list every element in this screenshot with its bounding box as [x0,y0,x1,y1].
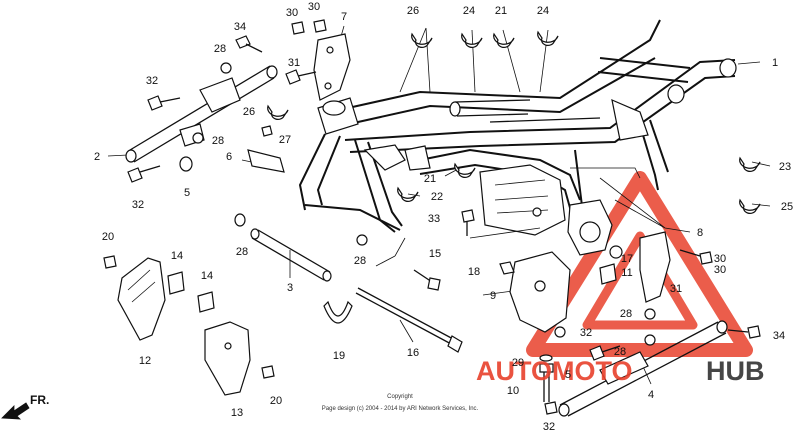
callout-c25: 25 [781,201,793,213]
callout-c1: 1 [772,57,778,69]
callout-c23: 23 [779,161,791,173]
callout-c7: 7 [341,11,347,23]
callout-c8: 8 [697,227,703,239]
callout-c14a: 14 [171,250,183,262]
copyright-line-1: Copyright [387,394,413,400]
part-16-long-bolt [355,287,463,353]
callout-c17: 17 [621,253,633,265]
callout-c5b: 5 [565,369,571,381]
watermark-text-part1: AUTOMOTO [476,356,633,386]
callout-c30b: 30 [308,1,320,13]
callout-c11: 11 [621,267,632,279]
callout-c19: 19 [333,350,345,362]
callout-c30c: 30 [714,253,726,265]
part-9-plate [509,251,571,333]
part-19-clamp [323,300,353,324]
callout-c28e: 28 [620,308,632,320]
callout-c32b: 32 [132,199,144,211]
part-6-bracket [247,149,285,173]
part-4-rear-pipe [558,320,728,417]
callout-c15: 15 [429,248,441,260]
callout-labels: 1234556789101112131414151617181920202121… [94,1,793,433]
callout-c32c: 32 [580,327,592,339]
callout-c34b: 34 [773,330,785,342]
callout-c33: 33 [428,213,440,225]
callout-c28f: 28 [614,346,626,358]
callout-c32d: 32 [543,421,555,432]
callout-c6: 6 [226,151,232,163]
part-13-cover [204,321,251,396]
callout-c16: 16 [407,347,419,359]
front-direction-indicator: FR. [1,393,49,420]
clamps [267,30,761,214]
callout-c26b: 26 [243,106,255,118]
callout-c14b: 14 [201,270,213,282]
part-10-bolt [539,363,554,402]
direction-label: FR. [30,393,49,407]
callout-c34a: 34 [234,21,246,33]
callout-c9: 9 [490,290,496,302]
callout-c22: 22 [431,191,443,203]
callout-c30d: 30 [714,264,726,276]
fasteners [103,19,761,415]
callout-c28a: 28 [214,43,226,55]
callout-c31b: 31 [670,283,682,295]
callout-c3: 3 [287,282,293,294]
callout-c24a: 24 [463,5,475,17]
callout-c31a: 31 [288,57,300,69]
callout-c27: 27 [279,134,291,146]
callout-c20b: 20 [270,395,282,407]
watermark-text: AUTOMOTO HUB [476,356,765,386]
part-8-bracket [639,231,671,303]
copyright-notice: Copyright Page design (c) 2004 - 2014 by… [322,394,479,412]
callout-c10: 10 [507,385,519,397]
callout-c13: 13 [231,407,243,419]
part-7-stay [313,33,351,101]
callout-c5a: 5 [184,187,190,199]
callout-c20a: 20 [102,231,114,243]
callout-c18: 18 [468,266,480,278]
callout-c28c: 28 [236,246,248,258]
callout-c2: 2 [94,151,100,163]
front-arrow-icon [1,402,30,420]
callout-c21a: 21 [495,5,507,17]
callout-c32a: 32 [146,75,158,87]
main-frame [298,19,737,256]
callout-c28d: 28 [354,255,366,267]
callout-c4: 4 [648,389,654,401]
callout-c24b: 24 [537,5,549,17]
copyright-line-2: Page design (c) 2004 - 2014 by ARI Netwo… [322,406,479,412]
part-11-17-parts [599,245,623,285]
callout-c30a: 30 [286,7,298,19]
leader-lines [107,25,771,385]
callout-c12: 12 [139,355,151,367]
watermark-text-part2: HUB [706,356,765,386]
part-3-long-pipe [250,228,332,282]
callout-c21b: 21 [424,173,436,185]
callout-c26a: 26 [407,5,419,17]
callout-c28b: 28 [212,135,224,147]
part-12-cover [117,257,166,341]
callout-c29: 29 [512,357,524,369]
